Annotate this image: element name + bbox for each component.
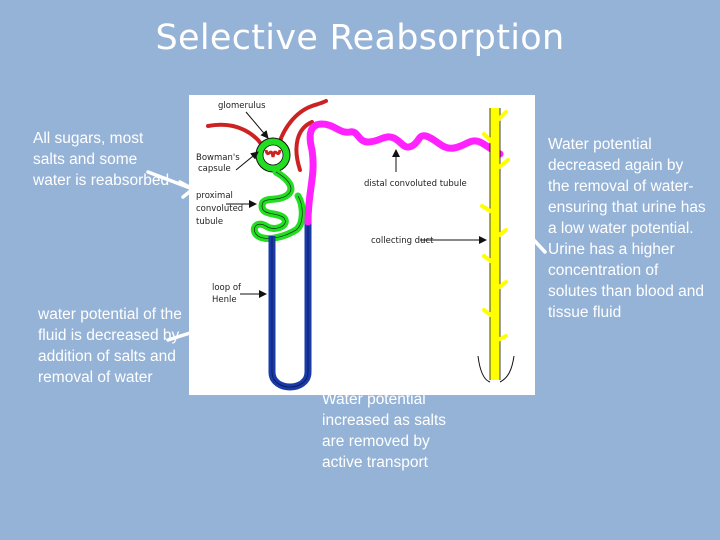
label-bowmans-2: capsule [198, 164, 231, 174]
loop-of-henle [268, 220, 312, 391]
arrow-collecting [504, 208, 547, 254]
note-ascending-limb: Water potential increased as salts are r… [322, 391, 447, 471]
label-pointers [226, 111, 487, 298]
label-proximal-1: proximal [196, 191, 233, 201]
arrow-loop-left-head [246, 304, 266, 322]
arrow-loop-right [316, 312, 358, 388]
label-proximal-3: tubule [196, 217, 223, 227]
arrow-loop-right-head [314, 311, 332, 330]
loop-outline [271, 220, 309, 388]
blood-vessels [206, 99, 328, 172]
nephron-diagram-background [189, 95, 535, 395]
note-collecting-duct: Water potential decreased again by the r… [548, 136, 706, 321]
proximal-tubule-outline [254, 171, 303, 239]
label-loop-2: Henle [212, 295, 237, 305]
arrow-collecting-head [503, 207, 522, 226]
slide-title: Selective Reabsorption [155, 18, 565, 58]
note-descending-limb: water potential of the fluid is decrease… [38, 306, 182, 386]
label-proximal-2: convoluted [196, 204, 243, 214]
label-loop-1: loop of [212, 283, 242, 293]
collecting-duct [477, 108, 515, 383]
label-glomerulus: glomerulus [218, 101, 266, 111]
label-bowmans-1: Bowman's [196, 153, 240, 163]
proximal-convoluted-tubule [250, 168, 306, 242]
bowmans-capsule [255, 137, 291, 173]
arrow-loop-left [166, 308, 264, 342]
distal-convoluted-tubule [304, 120, 504, 226]
arrow-sugars-head [178, 180, 197, 199]
note-sugars-reabsorbed: All sugars, most salts and some water is… [33, 130, 170, 189]
label-collecting: collecting duct [371, 236, 434, 246]
annotation-arrows [146, 170, 547, 388]
label-distal: distal convoluted tubule [364, 179, 467, 189]
